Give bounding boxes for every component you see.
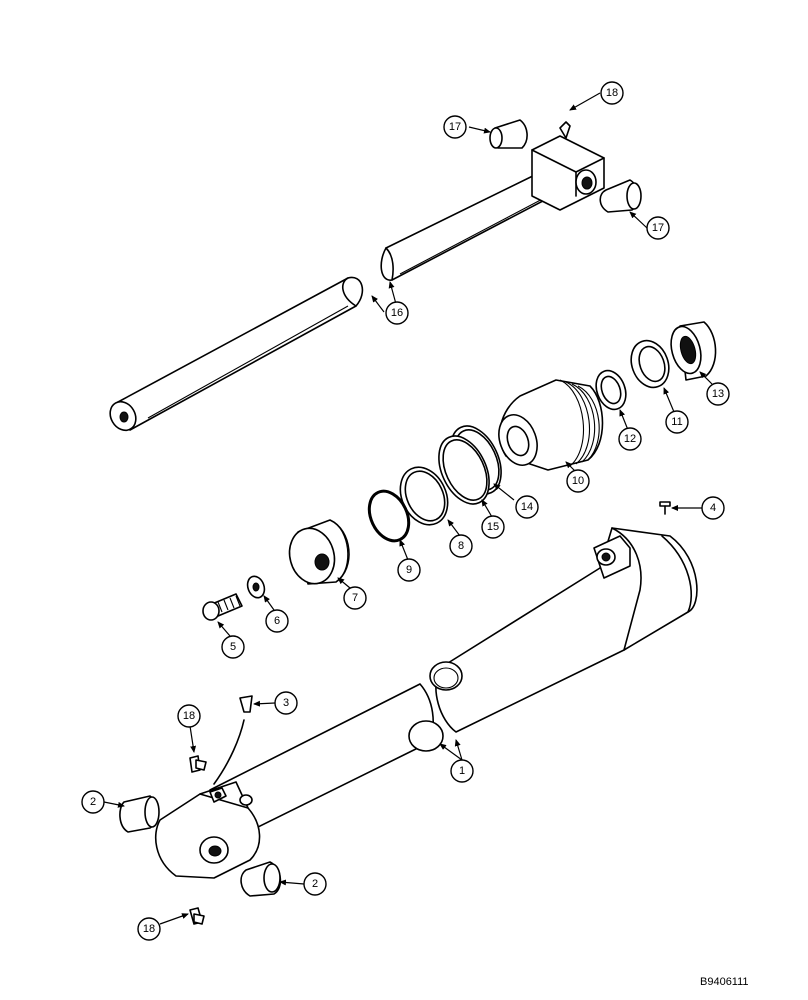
callout-15: 15 bbox=[481, 515, 505, 539]
callout-1: 1 bbox=[450, 759, 474, 783]
callout-11: 11 bbox=[665, 410, 689, 434]
piston-rod bbox=[109, 121, 605, 432]
bushing-17-upper bbox=[489, 119, 528, 149]
gland bbox=[498, 379, 604, 471]
svg-text:16: 16 bbox=[391, 307, 403, 319]
callout-10: 10 bbox=[566, 469, 590, 493]
svg-text:10: 10 bbox=[572, 475, 584, 487]
washer bbox=[246, 575, 266, 599]
svg-text:6: 6 bbox=[274, 615, 280, 627]
wiper-seal-13 bbox=[670, 321, 717, 381]
fitting-3 bbox=[239, 695, 253, 713]
callout-5: 5 bbox=[221, 635, 245, 659]
callout-17-lower: 17 bbox=[646, 216, 670, 240]
svg-text:15: 15 bbox=[487, 521, 499, 533]
bushing-2-right bbox=[240, 861, 282, 897]
figure-code: B9406111 bbox=[700, 976, 749, 988]
callout-18-clevis-top: 18 bbox=[177, 704, 201, 728]
piston bbox=[288, 519, 350, 585]
svg-text:14: 14 bbox=[521, 501, 533, 513]
svg-text:18: 18 bbox=[143, 923, 155, 935]
leader-lines bbox=[103, 92, 713, 925]
grease-fitting-18-clevis-top bbox=[189, 755, 207, 773]
seal-ring-15 bbox=[438, 435, 490, 505]
callout-2-left: 2 bbox=[81, 790, 105, 814]
svg-text:7: 7 bbox=[352, 592, 358, 604]
svg-text:1: 1 bbox=[459, 765, 465, 777]
svg-text:5: 5 bbox=[230, 641, 236, 653]
bushing-17-lower bbox=[599, 179, 642, 213]
fitting-3-path bbox=[213, 719, 245, 785]
grease-fitting-18-clevis-bottom bbox=[189, 907, 205, 925]
callout-6: 6 bbox=[265, 609, 289, 633]
callout-18-clevis-bottom: 18 bbox=[137, 917, 161, 941]
callout-8: 8 bbox=[449, 534, 473, 558]
callout-13: 13 bbox=[706, 382, 730, 406]
svg-text:4: 4 bbox=[710, 502, 716, 514]
callout-12: 12 bbox=[618, 427, 642, 451]
bushing-2-left bbox=[119, 795, 160, 833]
screw-4 bbox=[659, 501, 671, 515]
seal-ring-12 bbox=[595, 369, 627, 411]
svg-text:12: 12 bbox=[624, 433, 636, 445]
callout-16: 16 bbox=[385, 301, 409, 325]
callout-18-top: 18 bbox=[600, 81, 624, 105]
callout-4: 4 bbox=[701, 496, 725, 520]
seal-ring-8 bbox=[399, 466, 449, 526]
svg-text:17: 17 bbox=[652, 222, 664, 234]
callout-14: 14 bbox=[515, 495, 539, 519]
svg-text:9: 9 bbox=[406, 564, 412, 576]
svg-text:2: 2 bbox=[312, 878, 318, 890]
callout-17-upper: 17 bbox=[443, 115, 467, 139]
seal-ring-11 bbox=[630, 339, 670, 389]
svg-text:2: 2 bbox=[90, 796, 96, 808]
svg-text:18: 18 bbox=[183, 710, 195, 722]
piston-bolt bbox=[202, 593, 243, 621]
callout-7: 7 bbox=[343, 586, 367, 610]
svg-text:11: 11 bbox=[671, 416, 682, 428]
callout-2-right: 2 bbox=[303, 872, 327, 896]
svg-text:8: 8 bbox=[458, 540, 464, 552]
svg-text:17: 17 bbox=[449, 121, 461, 133]
callout-3: 3 bbox=[274, 691, 298, 715]
callout-9: 9 bbox=[397, 558, 421, 582]
svg-text:3: 3 bbox=[283, 697, 289, 709]
cylinder-barrel bbox=[154, 527, 698, 879]
svg-text:13: 13 bbox=[712, 388, 724, 400]
svg-text:18: 18 bbox=[606, 87, 618, 99]
